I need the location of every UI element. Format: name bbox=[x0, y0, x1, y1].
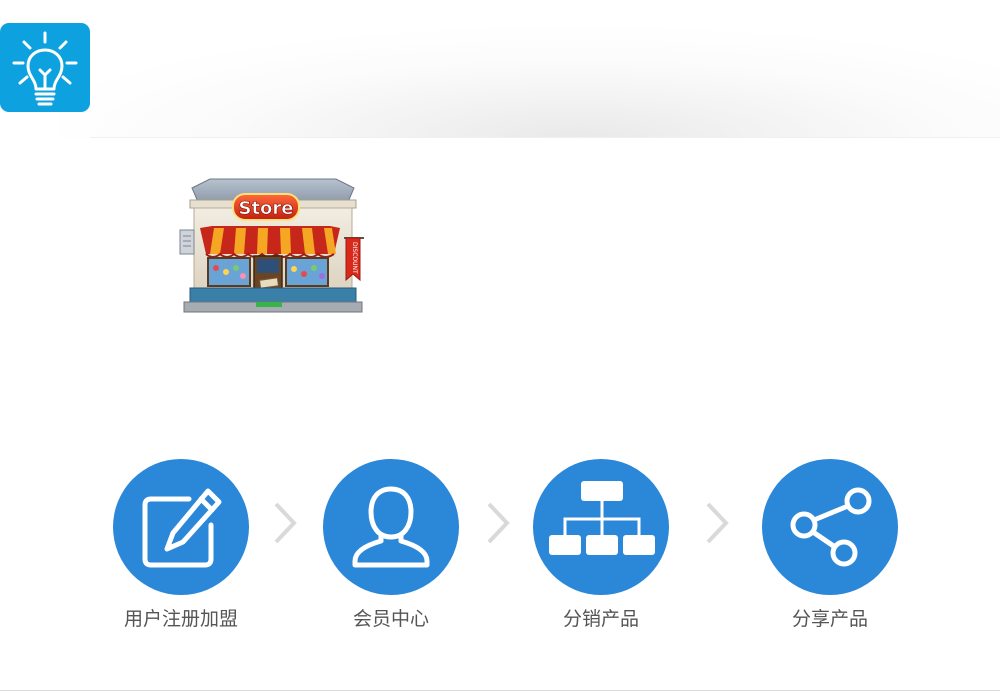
step-register-label: 用户注册加盟 bbox=[123, 608, 238, 630]
chevron-right-icon bbox=[487, 502, 510, 544]
share-icon bbox=[790, 487, 872, 567]
step-share-label: 分享产品 bbox=[791, 608, 868, 630]
chevron-right-icon bbox=[274, 502, 297, 544]
lightbulb-icon bbox=[0, 23, 90, 112]
store-illustration: Store DISCOUNT bbox=[178, 176, 368, 318]
edit-icon bbox=[142, 488, 222, 568]
step-distribute-circle[interactable] bbox=[533, 459, 669, 595]
store-sign: Store bbox=[238, 198, 293, 219]
header-band bbox=[60, 18, 1000, 138]
step-member-label: 会员中心 bbox=[352, 608, 429, 630]
user-icon bbox=[352, 486, 430, 568]
discount-banner: DISCOUNT bbox=[351, 242, 358, 274]
step-distribute-label: 分销产品 bbox=[562, 608, 639, 630]
bottom-divider bbox=[0, 690, 1000, 691]
chevron-right-icon bbox=[706, 502, 729, 544]
step-register-circle[interactable] bbox=[113, 459, 249, 595]
org-chart-icon bbox=[549, 481, 655, 555]
step-member-circle[interactable] bbox=[323, 459, 459, 595]
step-share-circle[interactable] bbox=[762, 459, 898, 595]
header-divider bbox=[90, 137, 1000, 138]
